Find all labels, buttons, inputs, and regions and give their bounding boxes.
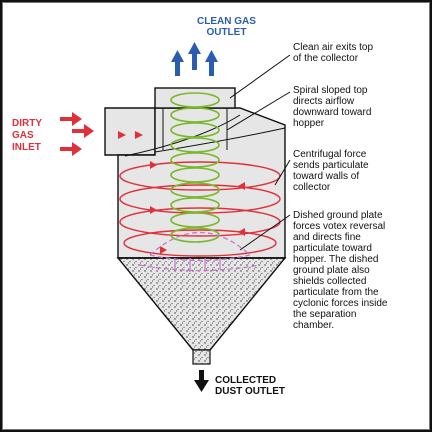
dished-plate-ticks <box>174 258 221 272</box>
callout-dished-plate: Dished ground plate forces votex reversa… <box>293 210 388 331</box>
callout-spiral-top: Spiral sloped top directs airflow downwa… <box>293 85 372 129</box>
inner-vortex-loop <box>170 227 220 243</box>
arrow-right-icon <box>72 124 94 138</box>
inner-vortex-loop <box>170 92 220 108</box>
vortex-finder <box>162 108 228 150</box>
inner-vortex-loop <box>170 107 220 123</box>
inlet-flow-arrow <box>135 131 143 139</box>
inner-vortex-loop <box>170 167 220 183</box>
inlet-flow-arrow <box>118 131 126 139</box>
callout-centrifugal: Centrifugal force sends particulate towa… <box>293 149 369 193</box>
outlet-tube <box>154 87 236 109</box>
hopper-cone <box>116 257 287 351</box>
arrow-up-icon <box>205 50 218 76</box>
cyclone-body <box>104 87 287 365</box>
arrow-right-icon <box>60 142 82 156</box>
outer-vortex-loop <box>123 229 277 257</box>
callout-clean-air: Clean air exits top of the collector <box>293 42 374 64</box>
outer-vortex-arrow <box>150 206 157 214</box>
clean-gas-arrows <box>171 42 218 76</box>
arrow-up-icon <box>171 50 184 76</box>
spiral-top-edge-2 <box>154 127 286 153</box>
inner-vortex-loop <box>170 197 220 213</box>
outer-vortex-arrow <box>238 228 245 236</box>
inner-vortex-loop <box>170 212 220 228</box>
inner-vortex-loop <box>170 182 220 198</box>
inner-vortex-loop <box>170 152 220 168</box>
inlet-duct <box>104 107 156 156</box>
dirty-gas-inlet-label: DIRTY GAS INLET <box>12 118 42 153</box>
callout-leaders <box>226 54 291 251</box>
arrow-right-icon <box>60 112 82 126</box>
outer-vortex-arrow <box>160 246 167 254</box>
dirty-gas-arrows <box>60 112 94 156</box>
outer-vortex-arrow <box>150 161 157 169</box>
arrow-down-icon <box>194 370 209 392</box>
collected-dust-outlet-label: COLLECTED DUST OUTLET <box>215 375 285 397</box>
inner-vortex-loop <box>170 137 220 153</box>
inner-vortex <box>170 92 220 243</box>
inner-vortex-loop <box>170 122 220 138</box>
arrow-up-icon <box>188 42 201 70</box>
dust-outlet-neck <box>192 349 211 365</box>
clean-gas-outlet-label: CLEAN GAS OUTLET <box>197 16 256 38</box>
outer-vortex-arrow <box>238 182 245 190</box>
dished-ground-plate <box>139 231 261 272</box>
